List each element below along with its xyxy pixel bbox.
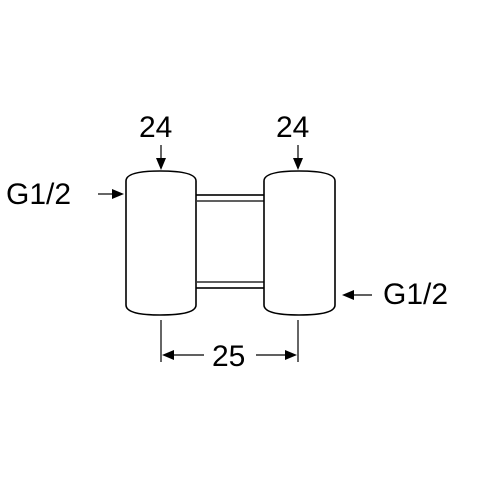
left-hex-nut [125, 170, 197, 316]
fitting-body [125, 170, 336, 316]
right-thread-label: G1/2 [383, 278, 448, 311]
right-hex-nut [263, 170, 336, 316]
center-tube [193, 194, 269, 289]
left-thread-label: G1/2 [6, 178, 71, 211]
bottom-dimension-label: 25 [212, 340, 245, 373]
bottom-right-arrowhead [285, 350, 297, 360]
left-thread-arrowhead [112, 189, 124, 199]
right-thread-arrowhead [342, 290, 354, 300]
top-right-dimension-label: 24 [276, 111, 309, 144]
top-left-dimension-label: 24 [139, 111, 172, 144]
top-left-arrowhead [156, 158, 166, 170]
bottom-left-arrowhead [162, 350, 174, 360]
top-right-arrowhead [293, 158, 303, 170]
